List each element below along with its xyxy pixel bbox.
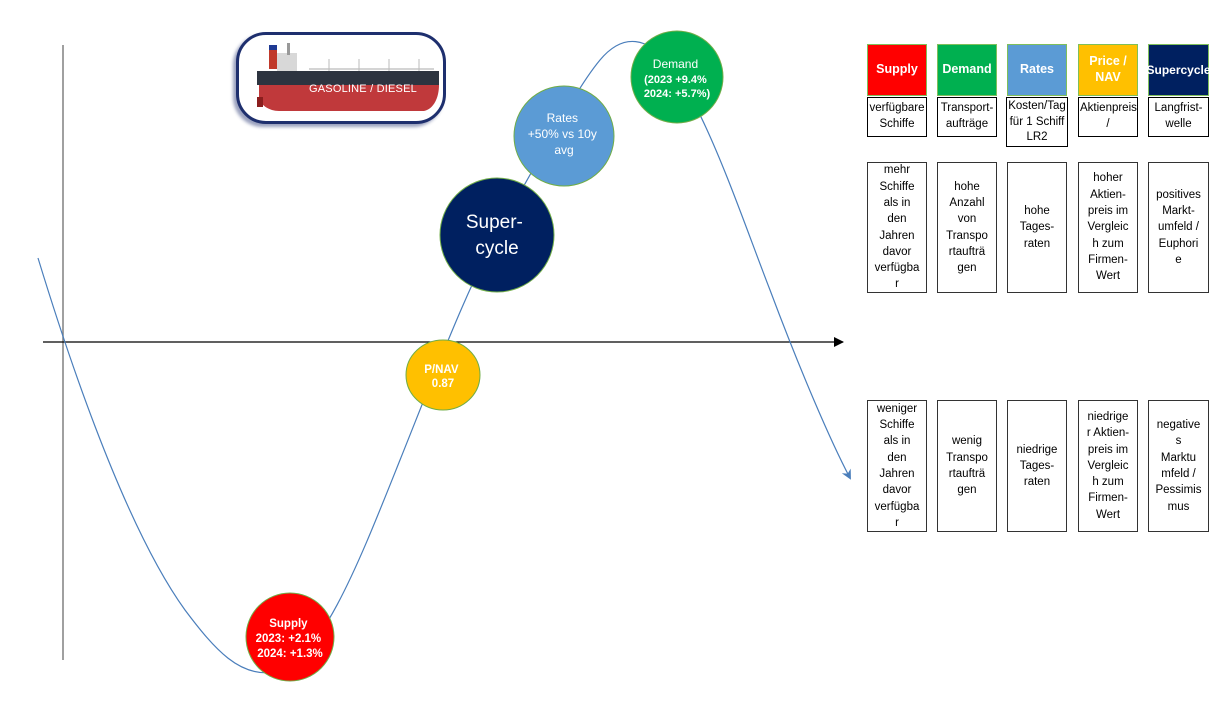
tanker-ship-icon [257, 43, 439, 111]
demand-circle [630, 30, 724, 124]
legend-low-price-nav: niedrige r Aktien- preis im Vergleic h z… [1078, 400, 1138, 532]
pnav-node-line: 0.87 [432, 378, 454, 390]
rates-node-line: +50% vs 10y [528, 127, 597, 141]
svg-text:Super- cycle: Super- cycle [466, 212, 528, 259]
svg-text:P/NAV 0.87: P/NAV 0.87 [424, 364, 462, 390]
legend-low-supply: weniger Schiffe als in den Jahren davor … [867, 400, 927, 532]
demand-node-line: (2023 +9.4% [644, 74, 707, 86]
legend-definition-supercycle: Langfrist- welle [1148, 97, 1209, 137]
rates-node-line: avg [554, 143, 573, 157]
svg-text:Rates +50% vs 10y: Rates +50% vs 10y avg [528, 111, 600, 157]
demand-node-line: Demand [653, 57, 698, 71]
rates-circle [513, 85, 615, 187]
supercycle-node-line: cycle [475, 238, 518, 259]
legend-header-demand: Demand [937, 44, 997, 96]
pnav-node-line: P/NAV [424, 364, 459, 376]
legend-low-rates: niedrige Tages- raten [1007, 400, 1067, 532]
legend-definition-supply: verfügbare Schiffe [867, 97, 927, 137]
rates-node: Rates +50% vs 10y avg [513, 85, 615, 187]
supercycle-circle [439, 177, 555, 293]
demand-node: Demand (2023 +9.4% 2024: +5.7%) [630, 30, 724, 124]
demand-node-line: 2024: +5.7%) [644, 88, 711, 100]
legend-high-supply: mehr Schiffe als in den Jahren davor ver… [867, 162, 927, 293]
supply-node: Supply 2023: +2.1% 2024: +1.3% [245, 592, 335, 682]
legend-definition-price-nav: Aktienpreis / [1078, 97, 1138, 137]
legend-low-supercycle: negative s Marktu mfeld / Pessimis mus [1148, 400, 1209, 532]
supply-node-line: 2023: +2.1% [256, 633, 322, 645]
ship-badge: GASOLINE / DIESEL [236, 32, 446, 124]
legend-header-rates: Rates [1007, 44, 1067, 96]
svg-text:Supply 2023: +2.1%: Supply 2023: +2.1% 2024: +1.3% [256, 618, 325, 660]
supply-circle [245, 592, 335, 682]
pnav-circle [405, 339, 481, 411]
legend-header-supply: Supply [867, 44, 927, 96]
legend-high-rates: hohe Tages- raten [1007, 162, 1067, 293]
rates-node-line: Rates [547, 111, 578, 125]
supply-node-line: 2024: +1.3% [257, 648, 323, 660]
legend-definition-rates: Kosten/Tag für 1 Schiff LR2 [1006, 97, 1068, 147]
svg-text:Demand (2023 +9.4%: Demand (2023 +9.4% 2024: +5.7%) [644, 57, 711, 100]
legend-header-price-nav: Price / NAV [1078, 44, 1138, 96]
supercycle-node-line: Super- [466, 212, 523, 233]
legend-high-demand: hohe Anzahl von Transpo rtaufträ gen [937, 162, 997, 293]
supercycle-node: Super- cycle [439, 177, 555, 293]
legend-header-supercycle: Supercycle [1146, 44, 1211, 96]
supply-node-line: Supply [269, 618, 308, 630]
legend-definition-demand: Transport- aufträge [937, 97, 997, 137]
legend-high-supercycle: positives Markt- umfeld / Euphori e [1148, 162, 1209, 293]
pnav-node: P/NAV 0.87 [405, 339, 481, 411]
legend-high-price-nav: hoher Aktien- preis im Vergleic h zum Fi… [1078, 162, 1138, 293]
ship-label: GASOLINE / DIESEL [309, 83, 417, 95]
legend-low-demand: wenig Transpo rtaufträ gen [937, 400, 997, 532]
